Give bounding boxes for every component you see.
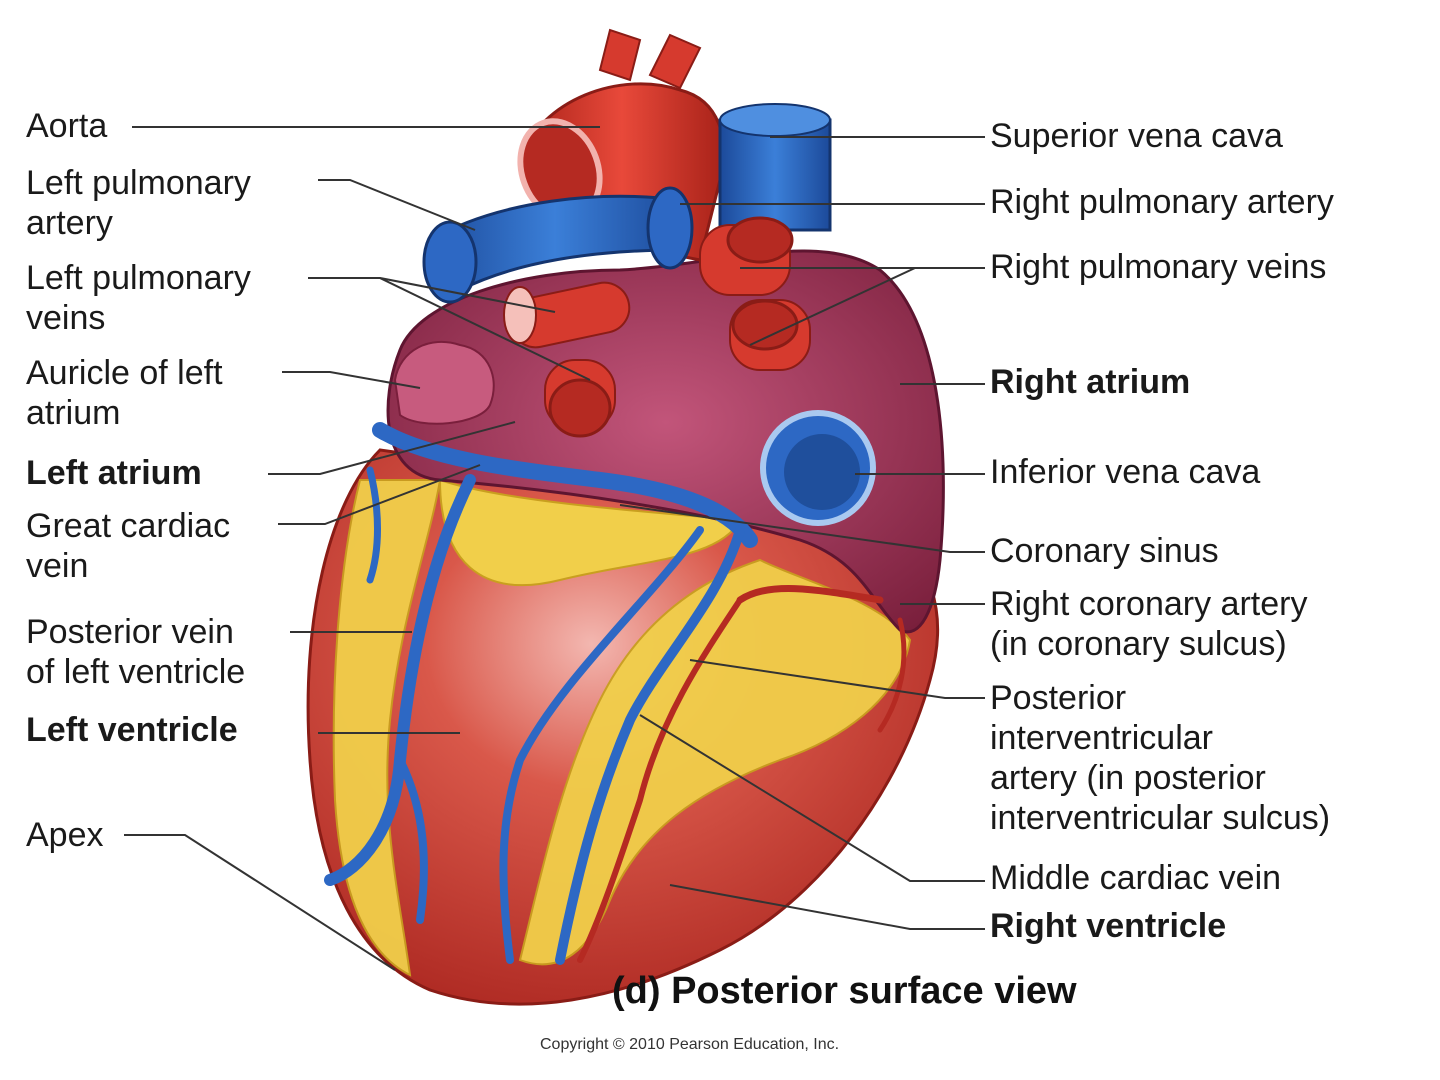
- label-line: Right coronary artery: [990, 585, 1308, 623]
- label-line: Right atrium: [990, 363, 1191, 401]
- label-coronary-sinus: Coronary sinus: [990, 531, 1219, 571]
- label-line: Right pulmonary artery: [990, 183, 1334, 221]
- label-superior-vena-cava: Superior vena cava: [990, 116, 1283, 156]
- label-line: of left ventricle: [26, 653, 246, 691]
- label-right-coronary-artery: Right coronary artery(in coronary sulcus…: [990, 584, 1307, 664]
- label-line: Posterior vein: [26, 613, 234, 651]
- label-line: (in coronary sulcus): [990, 625, 1287, 663]
- label-line: Left atrium: [26, 454, 202, 492]
- label-line: interventricular: [990, 719, 1213, 757]
- label-line: Aorta: [26, 107, 108, 145]
- label-aorta: Aorta: [26, 106, 107, 146]
- label-line: vein: [26, 547, 89, 585]
- label-right-ventricle: Right ventricle: [990, 906, 1226, 946]
- label-apex: Apex: [26, 815, 104, 855]
- right-coronary-shape: [736, 585, 884, 604]
- label-line: Coronary sinus: [990, 532, 1219, 570]
- label-inferior-vena-cava: Inferior vena cava: [990, 452, 1260, 492]
- label-line: Inferior vena cava: [990, 453, 1261, 491]
- label-middle-cardiac-vein: Middle cardiac vein: [990, 858, 1281, 898]
- label-right-pulmonary-veins: Right pulmonary veins: [990, 247, 1326, 287]
- leader-lines: [124, 126, 985, 971]
- label-line: Auricle of left: [26, 354, 223, 392]
- pia-shape: [577, 597, 743, 963]
- label-right-pulmonary-artery: Right pulmonary artery: [990, 182, 1334, 222]
- label-line: atrium: [26, 394, 121, 432]
- label-line: Left pulmonary: [26, 164, 251, 202]
- label-left-ventricle: Left ventricle: [26, 710, 238, 750]
- label-line: Right pulmonary veins: [990, 248, 1327, 286]
- copyright-notice: Copyright © 2010 Pearson Education, Inc.: [540, 1036, 840, 1053]
- label-line: Posterior: [990, 679, 1127, 717]
- auricle-shape: [393, 340, 495, 425]
- label-line: Left ventricle: [26, 711, 238, 749]
- label-line: artery (in posterior: [990, 759, 1266, 797]
- label-line: artery: [26, 204, 113, 242]
- label-line: interventricular sulcus): [990, 799, 1331, 837]
- posterior-vein-shape: [324, 474, 476, 886]
- label-line: Middle cardiac vein: [990, 859, 1282, 897]
- label-line: Left pulmonary: [26, 259, 251, 297]
- fat-center: [438, 478, 742, 586]
- label-left-atrium: Left atrium: [26, 453, 202, 493]
- label-line: Right ventricle: [990, 907, 1227, 945]
- figure-caption: (d) Posterior surface view: [612, 970, 1077, 1012]
- middle-cardiac-vein-shape: [555, 525, 745, 965]
- coronary-sinus-shape: [372, 422, 758, 548]
- label-line: Superior vena cava: [990, 117, 1283, 155]
- label-line: Apex: [26, 816, 104, 854]
- label-line: veins: [26, 299, 106, 337]
- label-line: Great cardiac: [26, 507, 231, 545]
- label-right-atrium: Right atrium: [990, 362, 1190, 402]
- fat-left: [332, 479, 442, 977]
